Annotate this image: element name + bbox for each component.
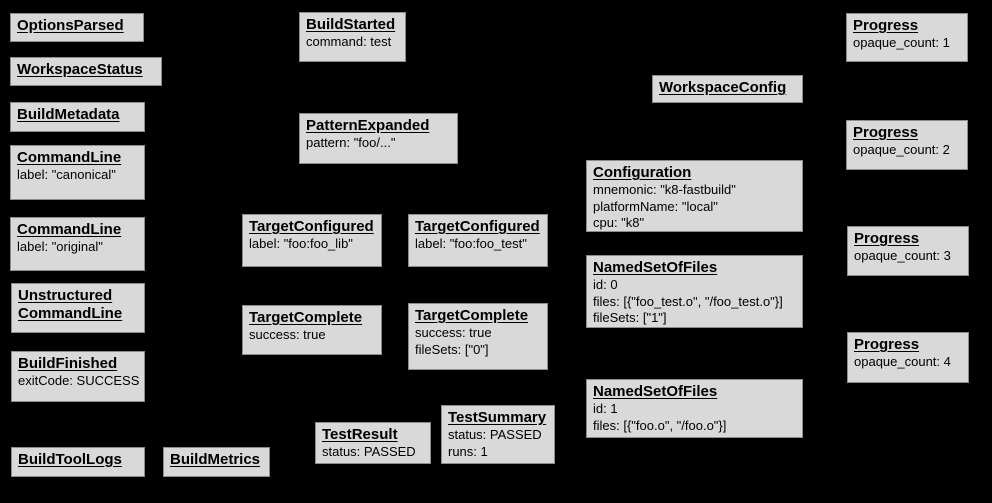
event-node-field: success: true [415,325,492,341]
event-node-title: WorkspaceStatus [17,61,143,78]
event-node-build-metrics: BuildMetrics [163,447,270,477]
event-node-title: Progress [854,336,920,353]
event-node-field: fileSets: ["0"] [415,341,489,357]
event-node-progress-4: Progress opaque_count: 4 [847,332,969,383]
event-node-field: id: 0 [593,277,618,293]
event-node-progress-3: Progress opaque_count: 3 [847,226,969,276]
event-node-options-parsed: OptionsParsed [10,13,144,42]
event-node-field: id: 1 [593,401,618,417]
event-node-build-metadata: BuildMetadata [10,102,145,132]
event-node-title: TargetComplete [249,309,363,326]
event-node-field: runs: 1 [448,443,488,459]
event-node-title: BuildMetrics [170,451,261,468]
event-node-title: OptionsParsed [17,17,124,34]
event-node-progress-2: Progress opaque_count: 2 [846,120,968,170]
event-node-title: TargetConfigured [249,218,374,235]
event-node-field: mnemonic: "k8-fastbuild" [593,182,736,198]
event-node-field: files: [{"foo.o", "/foo.o"}] [593,417,727,433]
event-node-title: BuildToolLogs [18,451,122,468]
event-node-title: TargetConfigured [415,218,540,235]
event-node-field: pattern: "foo/..." [306,135,396,151]
event-node-title: Configuration [593,164,692,181]
event-node-build-finished: BuildFinished exitCode: SUCCESS [11,351,145,402]
event-node-field: label: "foo:foo_test" [415,236,527,252]
event-node-title: Progress [853,17,919,34]
event-node-title: BuildMetadata [17,106,120,123]
event-node-pattern-expanded: PatternExpanded pattern: "foo/..." [299,113,458,164]
event-node-target-configured-foo-lib: TargetConfigured label: "foo:foo_lib" [242,214,382,267]
event-node-field: opaque_count: 3 [854,248,951,264]
event-node-field: status: PASSED [322,444,416,460]
event-node-build-started: BuildStarted command: test [299,12,406,62]
event-node-title: TargetComplete [415,307,529,324]
event-node-field: files: [{"foo_test.o", "/foo_test.o"}] [593,293,783,309]
event-node-title: TestResult [322,426,398,443]
event-node-field: success: true [249,327,326,343]
event-node-title: BuildStarted [306,16,396,33]
event-node-title: CommandLine [17,149,122,166]
event-node-title: Progress [854,230,920,247]
event-node-field: opaque_count: 4 [854,354,951,370]
event-node-field: label: "original" [17,239,103,255]
event-node-unstructured-command-line: Unstructured CommandLine [11,283,145,333]
event-node-workspace-config: WorkspaceConfig [652,75,803,103]
event-node-field: status: PASSED [448,427,542,443]
event-node-workspace-status: WorkspaceStatus [10,57,162,86]
event-node-target-complete-foo-lib: TargetComplete success: true [242,305,382,355]
event-node-test-result: TestResult status: PASSED [315,422,431,464]
event-node-title: Unstructured CommandLine [18,287,123,323]
event-node-field: label: "canonical" [17,167,116,183]
event-node-field: command: test [306,34,392,50]
event-node-field: platformName: "local" [593,198,718,214]
event-node-field: opaque_count: 1 [853,35,950,51]
event-node-configuration: Configuration mnemonic: "k8-fastbuild"pl… [586,160,803,232]
event-node-title: NamedSetOfFiles [593,259,718,276]
event-node-title: Progress [853,124,919,141]
event-node-title: CommandLine [17,221,122,238]
event-node-title: BuildFinished [18,355,118,372]
event-node-title: TestSummary [448,409,547,426]
event-node-build-tool-logs: BuildToolLogs [11,447,145,477]
event-node-title: NamedSetOfFiles [593,383,718,400]
event-node-command-line-canonical: CommandLine label: "canonical" [10,145,145,200]
event-node-title: WorkspaceConfig [659,79,787,96]
event-node-progress-1: Progress opaque_count: 1 [846,13,968,62]
event-node-title: PatternExpanded [306,117,430,134]
event-node-field: label: "foo:foo_lib" [249,236,353,252]
event-node-field: cpu: "k8" [593,215,645,231]
event-node-field: fileSets: ["1"] [593,310,667,326]
event-node-field: exitCode: SUCCESS [18,373,140,389]
event-node-target-configured-foo-test: TargetConfigured label: "foo:foo_test" [408,214,548,267]
event-node-field: opaque_count: 2 [853,142,950,158]
event-node-command-line-original: CommandLine label: "original" [10,217,145,271]
